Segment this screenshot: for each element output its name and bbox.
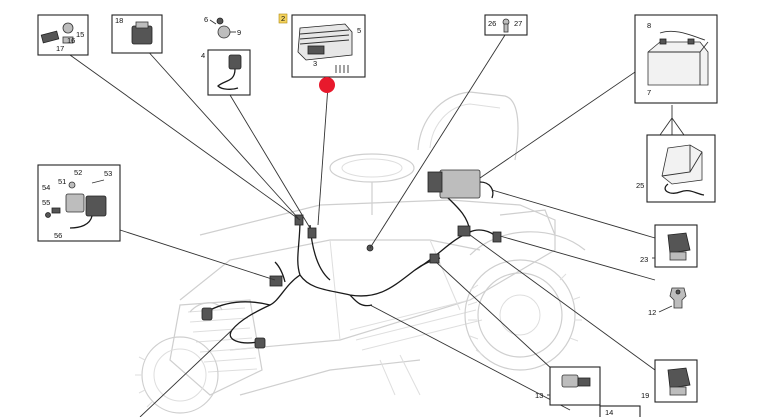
callout-box-23: 23 — [640, 224, 698, 268]
callout-5: 5 — [357, 26, 361, 35]
callout-25: 25 — [636, 181, 644, 190]
callout-box-15-17: 15 16 17 — [37, 14, 89, 56]
callout-box-51-56: 52 51 53 54 55 56 — [37, 164, 121, 242]
callout-18: 18 — [115, 16, 123, 25]
callout-51: 51 — [58, 177, 66, 186]
callout-55: 55 — [42, 198, 50, 207]
callout-box-26-27: 26 27 — [484, 14, 528, 36]
callout-box-13: 13 — [535, 366, 601, 406]
tractor-outline — [135, 91, 586, 414]
callout-box-25: 25 — [636, 134, 716, 203]
callout-box-18: 18 — [111, 14, 163, 54]
callout-box-4: 4 — [201, 49, 251, 96]
callout-19: 19 — [641, 391, 649, 400]
callout-box-2-5: 2 5 3 — [278, 13, 366, 78]
callout-box-14: 14 — [599, 405, 641, 417]
highlight-dot — [319, 77, 335, 93]
callout-6: 6 — [204, 15, 208, 24]
callout-15: 15 — [76, 30, 84, 39]
callout-12: 12 — [648, 308, 656, 317]
callout-52: 52 — [74, 168, 82, 177]
callout-9: 9 — [237, 28, 241, 37]
callout-16: 16 — [67, 36, 75, 45]
callout-17: 17 — [56, 44, 64, 53]
callout-14: 14 — [605, 408, 613, 417]
callout-box-19: 19 — [641, 359, 698, 403]
callout-2: 2 — [281, 14, 285, 23]
callout-3: 3 — [313, 59, 317, 68]
leader-lines — [69, 34, 685, 417]
callout-54: 54 — [42, 183, 50, 192]
highlight-tag — [278, 13, 288, 24]
callout-23: 23 — [640, 255, 648, 264]
callout-7: 7 — [647, 88, 651, 97]
callout-group-6-9: 6 9 — [204, 15, 241, 39]
callout-53: 53 — [104, 169, 112, 178]
harness-components — [201, 169, 502, 349]
callout-box-7-8: 8 7 — [634, 14, 718, 104]
callout-4: 4 — [201, 51, 205, 60]
part-12: 12 — [648, 287, 687, 317]
callout-8: 8 — [647, 21, 651, 30]
callout-13: 13 — [535, 391, 543, 400]
callout-56: 56 — [54, 231, 62, 240]
callout-27: 27 — [514, 19, 522, 28]
callout-26: 26 — [488, 19, 496, 28]
